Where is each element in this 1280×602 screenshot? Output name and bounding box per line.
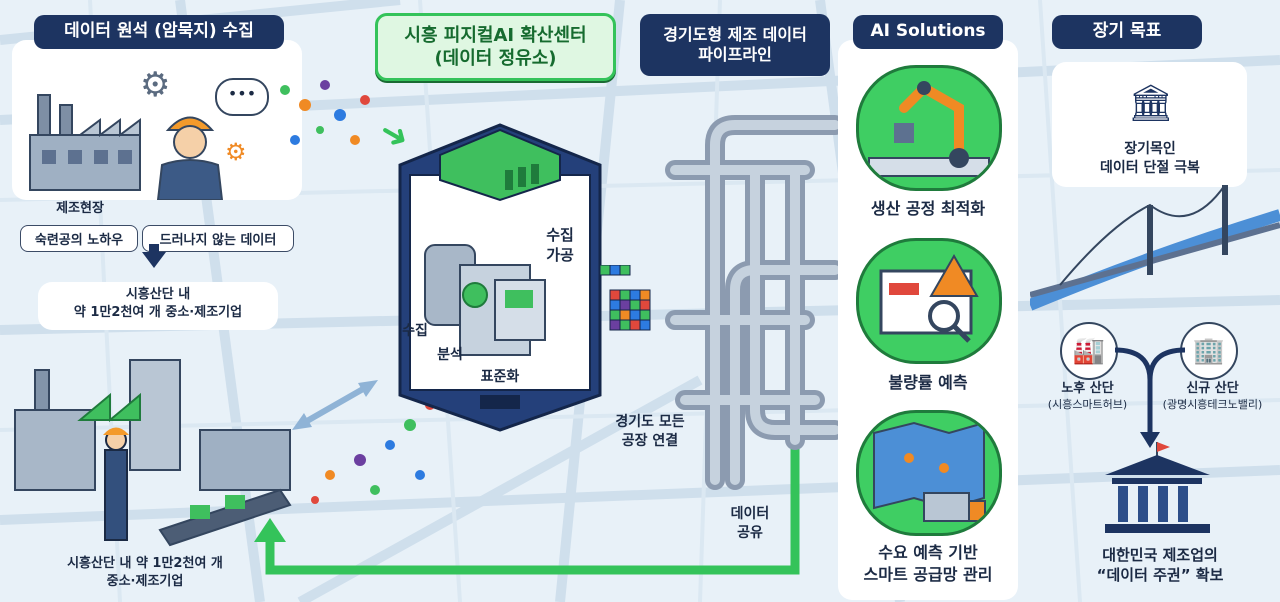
solution-2-label: 불량률 예측: [888, 373, 968, 392]
center-title: 시흥 피지컬AI 확산센터 (데이터 정유소): [375, 13, 616, 81]
solutions-header: AI Solutions: [853, 15, 1003, 49]
down-arrow-stem: [149, 244, 159, 254]
factory-illustration: [29, 94, 141, 191]
gear-icon-orange: ⚙: [225, 138, 247, 166]
new-complex-label: 신규 산단 (광명시흥테크노밸리): [1150, 380, 1275, 412]
speech-bubble-icon: •••: [215, 78, 269, 116]
bidirectional-arrow: [292, 380, 378, 430]
merge-arrow: [1114, 347, 1186, 448]
new-complex-name: 신규 산단: [1186, 381, 1239, 396]
down-arrow-icon: [142, 252, 166, 268]
industrial-complex-illustration: [14, 359, 292, 547]
pipeline-header: 경기도형 제조 데이터 파이프라인: [640, 14, 830, 76]
data-particles: [280, 80, 370, 145]
new-complex-icon: 🏢: [1180, 322, 1238, 380]
old-complex-label: 노후 산단 (시흥스마트허브): [1040, 380, 1135, 412]
knowhow-tag: 숙련공의 노하우: [20, 225, 138, 252]
caption-top: 시흥산단 내 약 1만2천여 개 중소·제조기업: [73, 287, 243, 320]
label-analyze: 분석: [437, 347, 463, 363]
solution-1-circle: [856, 65, 1002, 191]
old-complex-name: 노후 산단: [1061, 381, 1114, 396]
goal-header: 장기 목표: [1052, 15, 1202, 49]
solution-3-label: 수요 예측 기반 스마트 공급망 관리: [863, 543, 993, 584]
left-header: 데이터 원석 (암묵지) 수집: [34, 15, 284, 49]
data-grid-icon: [600, 265, 651, 331]
bank-icon: 🏛: [1128, 83, 1174, 124]
solution-1-label: 생산 공정 최적화: [870, 199, 986, 218]
gear-icon: ⚙: [140, 65, 171, 105]
map-truck-icon: [873, 421, 986, 522]
pipeline-network: [665, 115, 845, 490]
bridge-illustration: [1030, 185, 1280, 311]
pipeline-share-label: 데이터 공유: [730, 506, 770, 541]
goal-top-panel: [1052, 62, 1247, 187]
robot-arm-icon: [868, 81, 990, 177]
refinery-building: [398, 123, 602, 432]
caption-bottom: 시흥산단 내 약 1만2천여 개 중소·제조기업: [67, 556, 223, 589]
label-collect: 수집: [402, 323, 428, 339]
return-arrow: [254, 390, 800, 575]
national-building-icon: [1105, 442, 1210, 533]
goal-top-text: 장기목인 데이터 단절 극복: [1100, 141, 1200, 176]
old-complex-sub: (시흥스마트허브): [1047, 397, 1128, 411]
solution-3-circle: [856, 410, 1002, 536]
goal-bottom-text: 대한민국 제조업의 “데이터 주권” 확보: [1096, 546, 1224, 585]
label-standardize: 표준화: [480, 369, 520, 385]
new-complex-sub: (광명시흥테크노밸리): [1162, 397, 1263, 411]
hidden-data-tag: 드러나지 않는 데이터: [142, 225, 294, 252]
pipeline-connect-label: 경기도 모든 공장 연결: [615, 414, 685, 449]
monitor-warning-icon: [879, 253, 979, 343]
solution-2-circle: [856, 238, 1002, 364]
caption-top-panel: [38, 282, 278, 330]
worker-illustration: [156, 116, 224, 200]
label-collect-process: 수집 가공: [546, 226, 574, 265]
site-label: 제조현장: [56, 201, 104, 216]
